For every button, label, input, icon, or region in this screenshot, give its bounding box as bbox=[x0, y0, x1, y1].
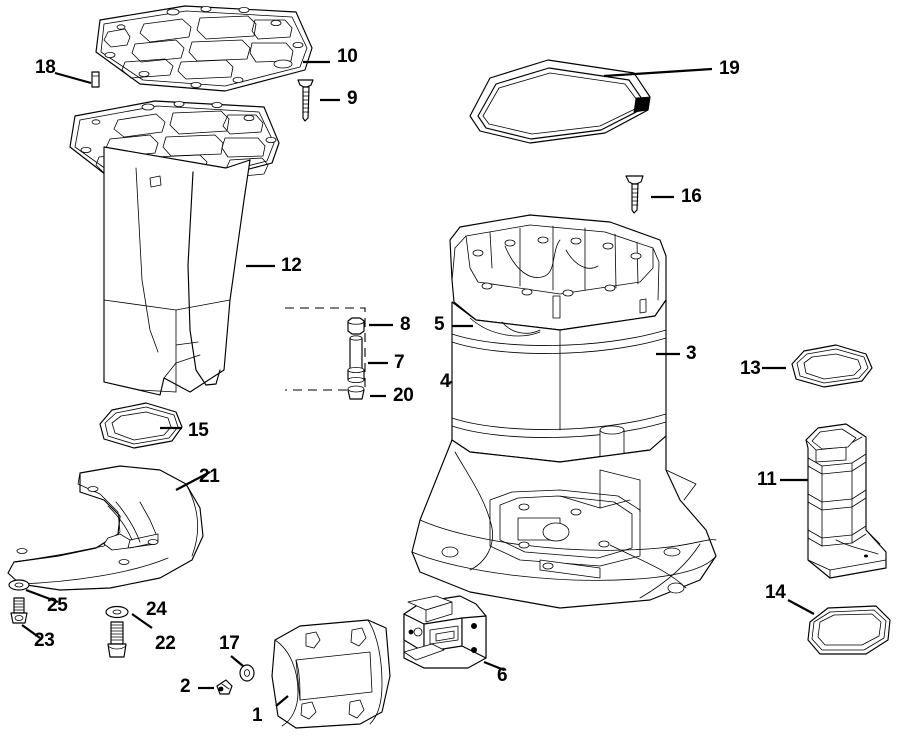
callout-16[interactable]: 16 bbox=[681, 186, 702, 207]
part-gasket-hex-upper bbox=[791, 344, 873, 388]
part-gasket-rounded-lower bbox=[807, 605, 891, 655]
callout-24[interactable]: 24 bbox=[146, 599, 167, 620]
part-screw-medium bbox=[625, 175, 644, 214]
callout-13[interactable]: 13 bbox=[740, 358, 761, 379]
callout-18[interactable]: 18 bbox=[35, 57, 56, 78]
callout-17[interactable]: 17 bbox=[219, 633, 240, 654]
callout-12[interactable]: 12 bbox=[281, 255, 302, 276]
part-washer-and-small-bolt bbox=[8, 579, 30, 624]
callout-7[interactable]: 7 bbox=[394, 352, 405, 373]
callout-10[interactable]: 10 bbox=[337, 46, 358, 67]
callout-21[interactable]: 21 bbox=[199, 466, 220, 487]
callout-8[interactable]: 8 bbox=[400, 314, 411, 335]
part-dowel-pin bbox=[91, 71, 100, 88]
callout-22[interactable]: 22 bbox=[155, 633, 176, 654]
part-anti-ventilation-plate bbox=[7, 465, 204, 591]
part-seal-ring-large bbox=[469, 59, 651, 144]
callout-4[interactable]: 4 bbox=[440, 371, 451, 392]
callout-11[interactable]: 11 bbox=[757, 469, 777, 490]
part-screw-long bbox=[297, 79, 314, 122]
part-mount-bracket bbox=[403, 595, 487, 669]
callout-2[interactable]: 2 bbox=[180, 676, 191, 697]
callout-14[interactable]: 14 bbox=[765, 582, 786, 603]
part-exhaust-housing-upper bbox=[69, 100, 280, 396]
part-upper-gasket bbox=[95, 5, 313, 92]
callout-25[interactable]: 25 bbox=[47, 595, 68, 616]
leader-lines bbox=[21, 60, 815, 707]
part-inner-exhaust-tube bbox=[805, 423, 887, 579]
callout-23[interactable]: 23 bbox=[34, 630, 55, 651]
part-gasket-hex-lower bbox=[99, 402, 183, 449]
callout-19[interactable]: 19 bbox=[719, 58, 740, 79]
part-bushing-set bbox=[285, 307, 366, 400]
callout-1[interactable]: 1 bbox=[252, 705, 263, 726]
callout-5[interactable]: 5 bbox=[434, 314, 445, 335]
callout-3[interactable]: 3 bbox=[686, 343, 697, 364]
part-small-washer-and-screw bbox=[216, 664, 255, 695]
part-exhaust-housing-lower bbox=[411, 214, 717, 609]
callout-6[interactable]: 6 bbox=[497, 665, 508, 686]
callout-9[interactable]: 9 bbox=[347, 88, 358, 109]
callout-15[interactable]: 15 bbox=[188, 420, 209, 441]
part-lower-mount-cover bbox=[271, 619, 391, 729]
callout-20[interactable]: 20 bbox=[393, 385, 414, 406]
part-flat-washer-and-hex-bolt bbox=[105, 605, 129, 658]
